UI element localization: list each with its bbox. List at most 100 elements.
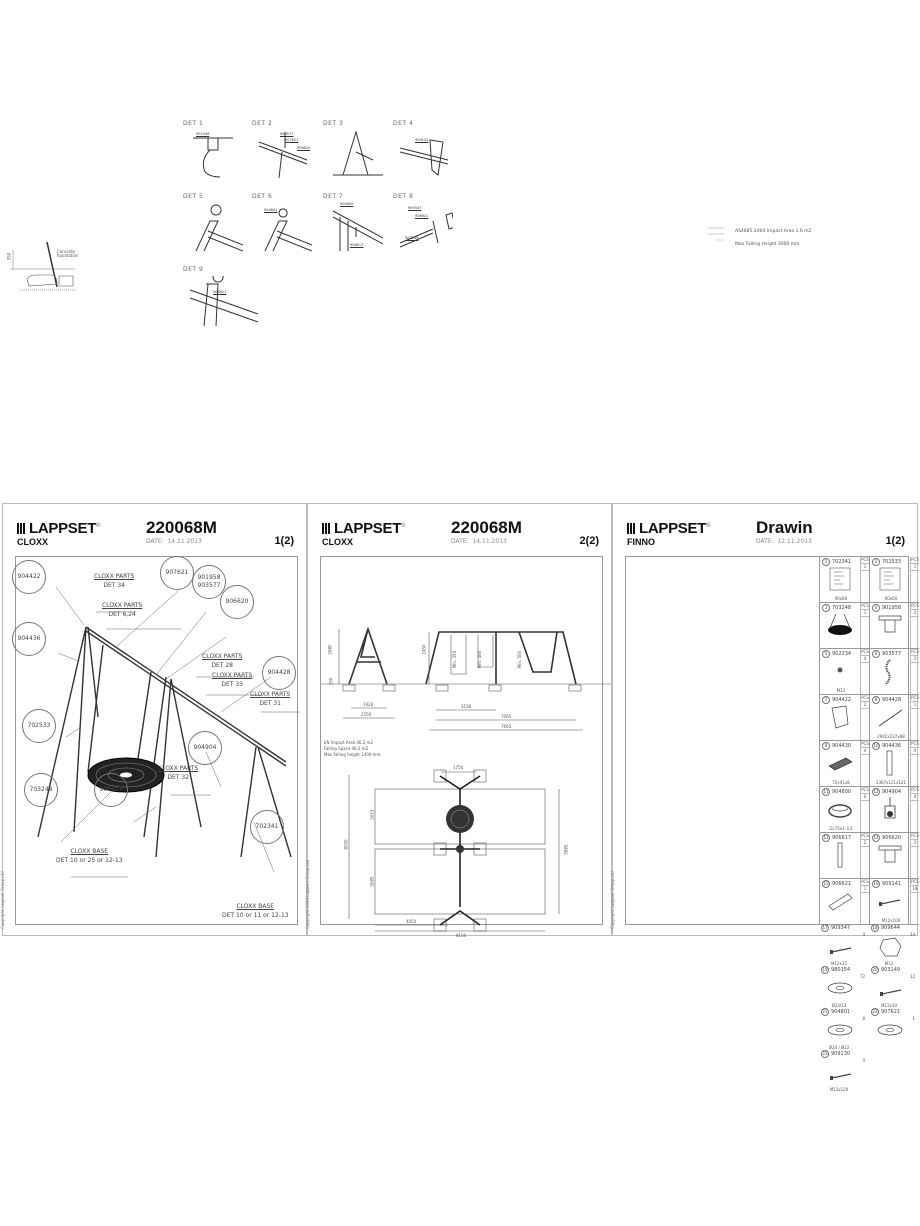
logo-mark-icon xyxy=(17,523,26,534)
part-index: 11 xyxy=(822,788,830,796)
callout-text: 904436 xyxy=(17,635,41,642)
falling-height-text: Max Falling Height 3000 mm xyxy=(735,242,800,247)
part-index: 5 xyxy=(822,650,830,658)
part-code: 909644 xyxy=(881,925,901,931)
part-qty: 12 xyxy=(909,974,915,979)
grip-icon xyxy=(826,750,854,775)
callout-text: 904422 xyxy=(17,573,41,580)
date-field: DATE: 14.11.2013 xyxy=(146,538,202,545)
dimension-plan-total: 8050 xyxy=(343,839,349,850)
date-label: DATE: xyxy=(146,538,164,545)
part-index: 14 xyxy=(872,834,880,842)
impact-area-text: AS4685:2004 Impact Area 1.6 m2 xyxy=(735,229,812,234)
foundation-drawing xyxy=(10,241,75,291)
part-size: Ø24/13 xyxy=(831,1003,847,1008)
part-index: 7 xyxy=(822,696,830,704)
nest-seat-icon xyxy=(826,612,854,637)
part-callout: 703248 xyxy=(24,773,58,807)
part-callout: 904904 xyxy=(188,731,222,765)
callout-text: 906617 xyxy=(99,786,123,793)
part-callout: 906620 xyxy=(220,585,254,619)
detail-label: DET 3 xyxy=(323,120,344,127)
registered-icon: ® xyxy=(401,523,406,529)
part-index: 23 xyxy=(821,1050,829,1058)
dimension-min1: Min. 350 xyxy=(452,650,458,669)
part-qty: 4 xyxy=(861,748,869,755)
brand-name: LAPPSET xyxy=(639,520,707,537)
label-title: CLOXX PARTS xyxy=(158,765,199,772)
part-size: Ø24 / Ø12 xyxy=(828,1045,850,1050)
part-size: 90x60 xyxy=(884,596,898,601)
part-code: 904428 xyxy=(882,697,902,703)
callout-text: 702533 xyxy=(27,722,51,729)
part-callout: 904436 xyxy=(12,622,46,656)
part-code: 907621 xyxy=(881,1009,901,1015)
part-qty: 72 xyxy=(859,974,865,979)
part-size: 72x41x8 xyxy=(832,780,850,785)
part-size: M12x100 xyxy=(881,918,901,923)
part-callout: 906617 xyxy=(94,773,128,807)
dimension-plan-half: 4050 xyxy=(406,919,417,924)
lappset-logo: LAPPSET® xyxy=(627,520,711,537)
date-label: DATE: xyxy=(756,538,774,545)
part-index: 20 xyxy=(871,966,879,974)
brand-name: LAPPSET xyxy=(29,520,97,537)
callout-text: 904904 xyxy=(193,744,217,751)
part-code: 702533 xyxy=(882,559,902,565)
pcs-label: PCS xyxy=(911,833,919,840)
part-qty: 34 xyxy=(909,932,915,937)
part-reference: 903149 xyxy=(405,236,419,240)
hanger-icon xyxy=(876,796,904,821)
part-code: 909347 xyxy=(831,925,851,931)
label-title: CLOXX PARTS xyxy=(94,573,135,580)
part-code: 906621 xyxy=(832,881,852,887)
part-index: 13 xyxy=(822,834,830,842)
chain-icon xyxy=(876,658,904,685)
part-code: 909141 xyxy=(882,881,902,887)
plate-icon xyxy=(826,704,854,729)
bolt-icon xyxy=(827,936,853,956)
clamp-icon xyxy=(826,888,854,913)
detail-label: DET 4 xyxy=(393,120,414,127)
part-code: 909130 xyxy=(831,1051,851,1057)
part-index: 22 xyxy=(871,1008,879,1016)
part-qty: 1 xyxy=(861,610,869,617)
dimension-inner-width: 1920 xyxy=(363,702,374,707)
part-reference: 904800 xyxy=(340,202,354,206)
part-code: 703248 xyxy=(832,605,852,611)
part-code: 901958 xyxy=(882,605,902,611)
part-qty: 6 xyxy=(861,794,869,801)
part-callout: 904428 xyxy=(262,656,296,690)
part-index: 18 xyxy=(871,924,879,932)
pcs-label: PCS xyxy=(861,649,869,656)
detail-drawing xyxy=(188,203,244,259)
